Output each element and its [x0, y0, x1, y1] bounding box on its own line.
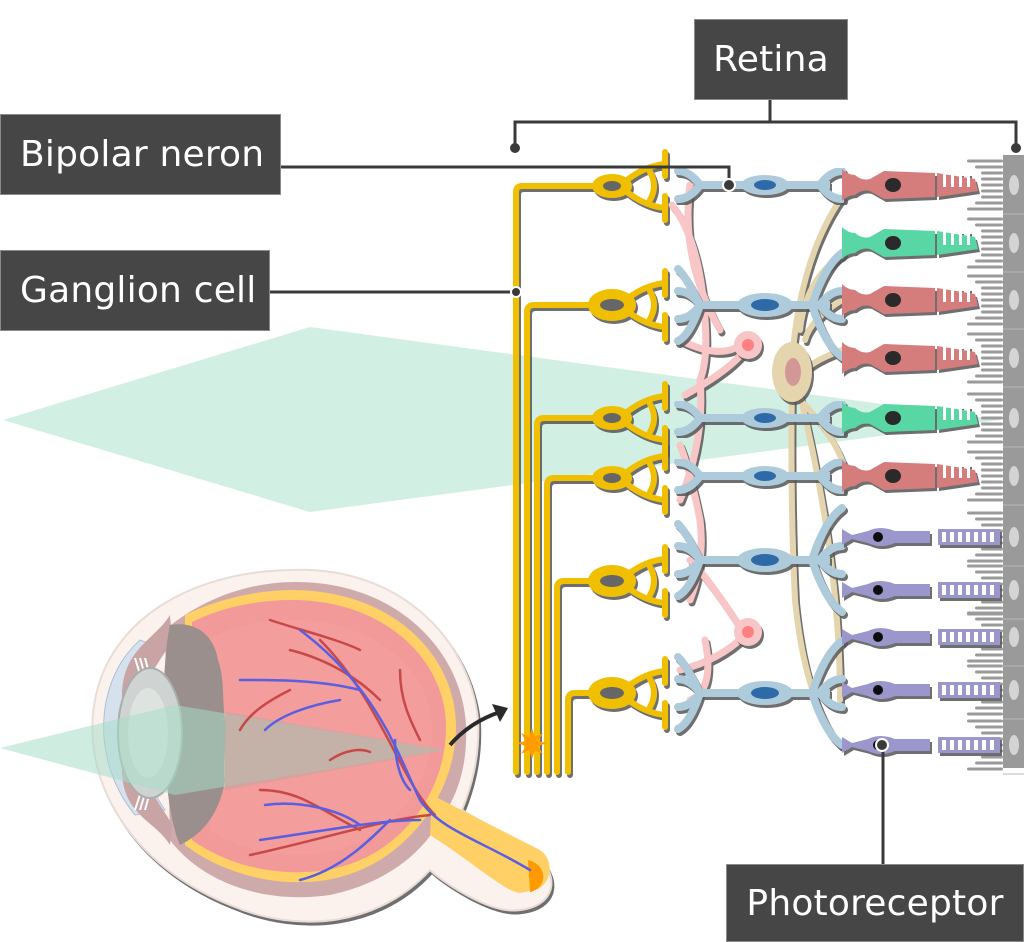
- ganglion-nucleus: [603, 473, 621, 483]
- rod-nucleus: [873, 632, 883, 642]
- epithelium-cell-nucleus: [1009, 290, 1019, 310]
- ganglion-leader-line: [270, 286, 522, 298]
- bipolar-neuron-label: Bipolar neron: [0, 114, 281, 195]
- epithelium-cell-nucleus: [1009, 735, 1019, 755]
- cone-nucleus: [885, 469, 901, 483]
- retina-bracket-dot-right: [1011, 143, 1021, 153]
- epithelium-cell-nucleus: [1009, 580, 1019, 600]
- rod-nucleus: [873, 532, 883, 542]
- rod-nucleus: [873, 685, 883, 695]
- epithelium-cell-nucleus: [1009, 466, 1019, 486]
- cone-nucleus: [885, 411, 901, 425]
- epithelium-cell-nucleus: [1009, 527, 1019, 547]
- eye-cross-section: [0, 568, 553, 923]
- retina-label: Retina: [694, 19, 848, 100]
- bipolar-leader-line: [281, 165, 736, 192]
- horizontal-cell-nucleus-2: [742, 626, 754, 638]
- cone-nucleus: [885, 293, 901, 307]
- ganglion-nucleus: [600, 687, 624, 699]
- horizontal-cell-nucleus-1: [742, 339, 754, 351]
- bipolar-nucleus: [751, 687, 779, 699]
- photoreceptor-label-text: Photoreceptor: [746, 882, 1004, 924]
- burst-icon: [517, 728, 547, 759]
- bipolar-nucleus: [754, 180, 776, 190]
- ganglion-nucleus: [603, 413, 621, 423]
- rod-photoreceptor: [842, 628, 1000, 646]
- cone-photoreceptor: [842, 460, 978, 492]
- rod-photoreceptor: [842, 528, 1000, 546]
- epithelium-cell-nucleus: [1009, 408, 1019, 428]
- bipolar-nucleus: [751, 554, 779, 566]
- cone-nucleus: [885, 351, 901, 365]
- bipolar-cell: [674, 249, 846, 361]
- ganglion-cell: [588, 656, 668, 730]
- ganglion-cell: [592, 149, 668, 223]
- bipolar-nucleus: [751, 299, 779, 311]
- amacrine-cell-nucleus: [785, 358, 801, 386]
- ganglion-nucleus: [603, 181, 621, 191]
- epithelium-cell-nucleus: [1009, 680, 1019, 700]
- cone-photoreceptor: [842, 342, 978, 374]
- ganglion-axon-bundle: [513, 183, 603, 775]
- ganglion-cell-label-text: Ganglion cell: [20, 270, 257, 311]
- ganglion-cell: [588, 268, 668, 342]
- rod-photoreceptor: [842, 581, 1000, 599]
- bipolar-cell: [674, 400, 846, 436]
- retina-bracket-dot-left: [510, 143, 520, 153]
- bipolar-nucleus: [754, 413, 776, 423]
- bipolar-cell: [674, 167, 846, 203]
- epithelium-cell-nucleus: [1009, 175, 1019, 195]
- zoom-arrow: [448, 710, 501, 747]
- retina-bracket: [513, 100, 1018, 148]
- cone-nucleus: [885, 178, 901, 192]
- retina-label-text: Retina: [713, 39, 829, 80]
- cone-nucleus: [885, 236, 901, 250]
- rod-nucleus: [873, 585, 883, 595]
- photoreceptor-leader-line: [875, 738, 889, 864]
- light-beam-upper: [3, 327, 1000, 512]
- bipolar-neuron-label-text: Bipolar neron: [20, 134, 265, 175]
- rod-photoreceptor: [842, 681, 1000, 699]
- cone-photoreceptor: [842, 227, 978, 259]
- cone-photoreceptor: [842, 284, 978, 316]
- bipolar-cell: [674, 458, 846, 494]
- ganglion-nucleus: [600, 299, 624, 311]
- bipolar-cell: [674, 637, 846, 749]
- rod-photoreceptor: [842, 736, 1000, 754]
- cone-photoreceptor: [842, 402, 978, 434]
- ganglion-nucleus: [600, 575, 624, 587]
- ganglion-cell: [588, 544, 668, 618]
- ganglion-cell: [592, 441, 668, 515]
- epithelium-cell-nucleus: [1009, 627, 1019, 647]
- epithelium-cell-nucleus: [1009, 348, 1019, 368]
- cone-photoreceptor: [842, 169, 978, 201]
- ganglion-cell: [592, 381, 668, 455]
- photoreceptor-label: Photoreceptor: [726, 864, 1024, 942]
- bipolar-nucleus: [754, 471, 776, 481]
- ganglion-cell-label: Ganglion cell: [0, 250, 270, 331]
- bipolar-cell: [674, 504, 846, 616]
- epithelium-cell-nucleus: [1009, 233, 1019, 253]
- arrow-head-icon: [492, 704, 508, 722]
